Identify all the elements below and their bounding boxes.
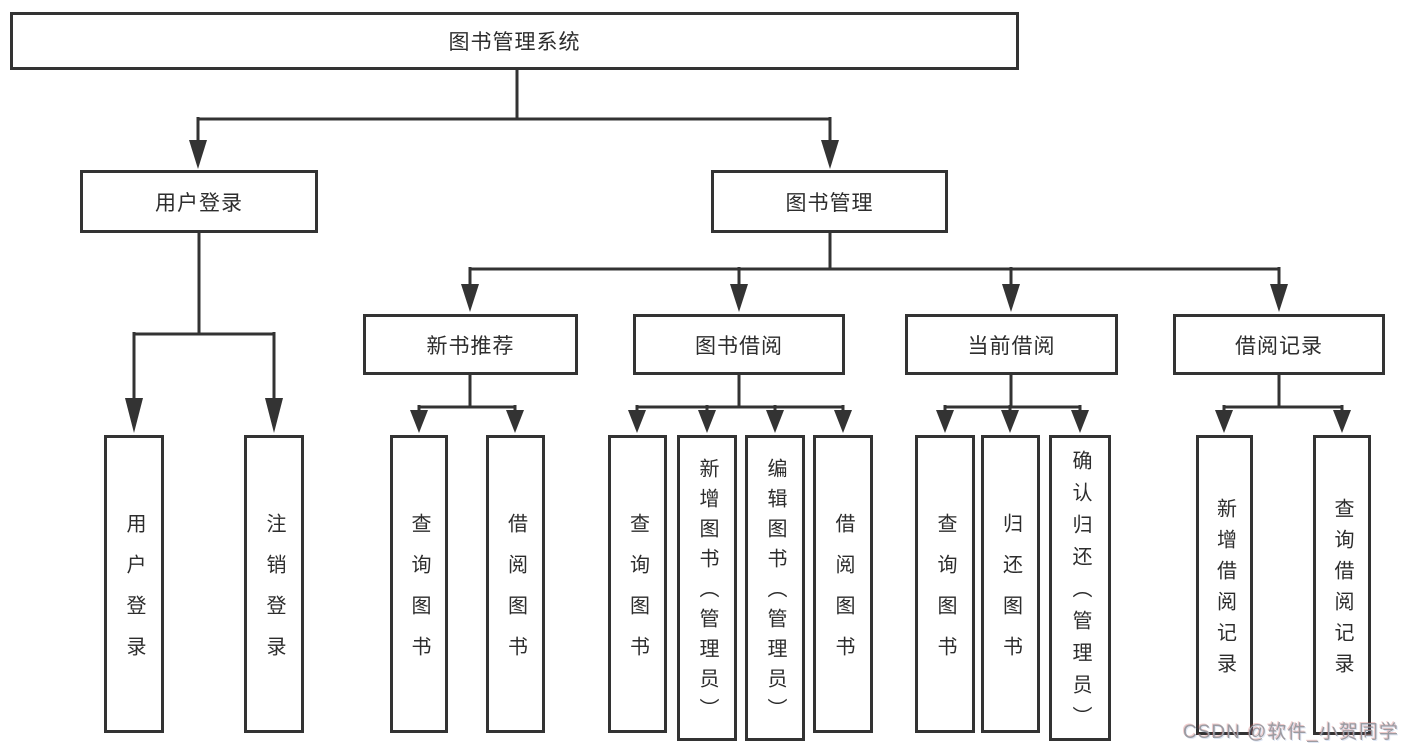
arrowhead [1002, 284, 1020, 312]
arrowhead [834, 410, 852, 433]
arrowhead [766, 410, 784, 433]
node-label: 借阅记录 [1235, 334, 1323, 358]
leaf-label: 归还图书 [999, 512, 1022, 677]
leaf-label: 查询图书 [626, 512, 649, 677]
leaf-query-books-recommend: 查询图书 [390, 435, 448, 733]
leaf-label: 用户登录 [123, 512, 145, 677]
arrowhead [1215, 410, 1233, 433]
node-label: 当前借阅 [967, 334, 1056, 358]
arrowhead [1071, 410, 1089, 433]
leaf-borrow-books: 借阅图书 [813, 435, 873, 733]
leaf-borrow-books-recommend: 借阅图书 [486, 435, 545, 733]
leaf-label: 借阅图书 [832, 512, 854, 677]
leaf-query-books-borrow: 查询图书 [608, 435, 667, 733]
node-book-borrow: 图书借阅 [633, 314, 845, 375]
node-borrow-records: 借阅记录 [1173, 314, 1385, 375]
node-root-system: 图书管理系统 [10, 12, 1019, 70]
leaf-query-books-current: 查询图书 [915, 435, 975, 733]
leaf-add-book-admin: 新增图书（管理员） [677, 435, 737, 741]
node-user-login-branch: 用户登录 [80, 170, 318, 233]
node-label: 新书推荐 [426, 334, 515, 358]
leaf-label: 新增借阅记录 [1213, 497, 1236, 684]
leaf-label: 借阅图书 [504, 512, 527, 677]
csdn-watermark: CSDN @软件_小贺同学 [1183, 722, 1399, 743]
node-label: 图书借阅 [695, 334, 783, 358]
arrowhead [1001, 410, 1019, 433]
leaf-return-books: 归还图书 [981, 435, 1040, 733]
arrowhead [410, 410, 428, 433]
leaf-label: 编辑图书（管理员） [764, 458, 786, 728]
arrowhead [461, 284, 479, 312]
node-label: 图书管理 [785, 191, 874, 215]
leaf-label: 注销登录 [263, 512, 285, 677]
arrowhead [506, 410, 524, 433]
leaf-logout: 注销登录 [244, 435, 304, 733]
leaf-query-borrow-record: 查询借阅记录 [1313, 435, 1371, 735]
leaf-label: 新增图书（管理员） [696, 458, 718, 728]
node-label: 图书管理系统 [448, 31, 581, 54]
node-new-book-recommend: 新书推荐 [363, 314, 578, 375]
node-current-borrow: 当前借阅 [905, 314, 1118, 375]
leaf-user-login: 用户登录 [104, 435, 164, 733]
leaf-label: 查询图书 [934, 512, 956, 677]
arrowhead [125, 398, 143, 433]
arrowhead [730, 284, 748, 312]
arrowhead [821, 140, 839, 169]
arrowhead [936, 410, 954, 433]
leaf-label: 查询图书 [408, 512, 430, 677]
arrowhead [189, 140, 207, 169]
leaf-confirm-return-admin: 确认归还（管理员） [1049, 435, 1111, 741]
leaf-label: 查询借阅记录 [1331, 497, 1353, 684]
leaf-edit-book-admin: 编辑图书（管理员） [745, 435, 805, 741]
leaf-add-borrow-record: 新增借阅记录 [1196, 435, 1253, 735]
node-label: 用户登录 [155, 191, 243, 215]
arrowhead [1270, 284, 1288, 312]
arrowhead [1333, 410, 1351, 433]
arrowhead [698, 410, 716, 433]
node-book-management: 图书管理 [711, 170, 948, 233]
leaf-label: 确认归还（管理员） [1069, 450, 1091, 738]
arrowhead [628, 410, 646, 433]
arrowhead [265, 398, 283, 433]
